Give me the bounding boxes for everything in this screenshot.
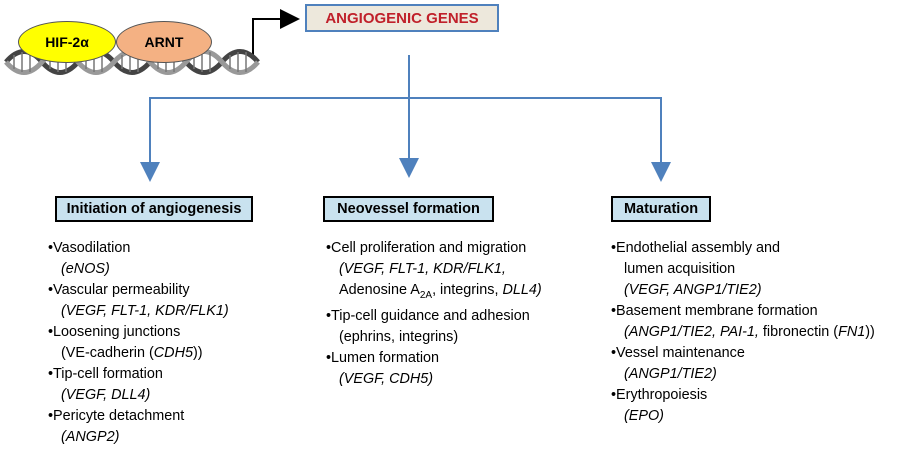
gene-name-italic: (EPO) — [624, 408, 664, 424]
hif-2a-label: HIF-2α — [45, 34, 89, 50]
gene-list: (VE-cadherin (CDH5)) — [48, 343, 229, 364]
arnt-label: ARNT — [144, 34, 184, 50]
gene-text: lumen acquisition — [624, 261, 736, 277]
gene-name-italic: (eNOS) — [61, 261, 110, 277]
bullet-item: •Endothelial assembly and — [611, 240, 781, 256]
gene-list: (eNOS) — [48, 259, 229, 280]
bullet-item-text: Tip-cell guidance and adhesion — [331, 307, 530, 324]
bullet-item-text: Vessel maintenance — [616, 345, 745, 361]
gene-name-italic: DLL4) — [502, 282, 542, 298]
gene-text: )) — [192, 345, 203, 361]
header-neovessel-label: Neovessel formation — [337, 201, 480, 217]
gene-name-italic: (VEGF, CDH5) — [339, 370, 434, 387]
subscript-text: 2A — [419, 289, 433, 301]
column-initiation: •Vasodilation (eNOS) •Vascular permeabilit… — [48, 238, 229, 448]
bullet-item-text: Cell proliferation and migration — [331, 240, 527, 256]
bullet-item-text: Erythropoiesis — [616, 387, 708, 403]
gene-list: (ephrins, integrins) — [326, 327, 542, 348]
bullet-item-text: Tip-cell formation — [53, 366, 163, 382]
bullet-item: •Vascular permeability — [48, 282, 190, 298]
bullet-item-text: Loosening junctions — [53, 324, 181, 340]
gene-text: )) — [865, 324, 875, 340]
gene-text: (ephrins, integrins) — [339, 328, 459, 345]
gene-list: (VEGF, FLT-1, KDR/FLK1) — [48, 301, 229, 322]
gene-name-italic: (ANGP1/TIE2) — [624, 366, 717, 382]
header-maturation: Maturation — [611, 196, 711, 222]
bullet-item-text: Vascular permeability — [53, 282, 190, 298]
bullet-item-text: Vasodilation — [53, 240, 131, 256]
gene-list: (ANGP2) — [48, 427, 229, 448]
gene-name-italic: CDH5 — [153, 345, 193, 361]
promoter-arrow — [252, 9, 300, 55]
gene-name-italic: (VEGF, FLT-1, KDR/FLK1) — [61, 303, 229, 319]
bullet-item-text: Pericyte detachment — [53, 408, 185, 424]
bullet-item: •Loosening junctions — [48, 324, 181, 340]
bullet-item: •Tip-cell guidance and adhesion — [326, 307, 530, 324]
gene-text: Adenosine A — [339, 282, 420, 298]
header-maturation-label: Maturation — [623, 201, 699, 217]
column-neovessel: •Cell proliferation and migration (VEGF, … — [326, 238, 542, 390]
bullet-item: •Lumen formation — [326, 349, 440, 366]
gene-text: , integrins, — [432, 282, 503, 298]
gene-list: (VEGF, CDH5) — [326, 369, 542, 390]
gene-name-italic: (VEGF, DLL4) — [61, 387, 151, 403]
bullet-item-text: Endothelial assembly and — [616, 240, 781, 256]
bullet-item-text: Lumen formation — [331, 349, 440, 366]
gene-list: (VEGF, DLL4) — [48, 385, 229, 406]
bullet-item: •Pericyte detachment — [48, 408, 185, 424]
bullet-item-text: Basement membrane formation — [616, 303, 818, 319]
gene-list: (ANGP1/TIE2, PAI-1, fibronectin (FN1)) — [611, 322, 875, 343]
bullet-item: •Vessel maintenance — [611, 345, 745, 361]
header-initiation: Initiation of angiogenesis — [55, 196, 253, 222]
header-initiation-label: Initiation of angiogenesis — [66, 201, 242, 217]
page-title: ANGIOGENIC GENES — [325, 9, 479, 27]
branch-line — [149, 97, 662, 168]
gene-list: (VEGF, FLT-1, KDR/FLK1, — [326, 259, 542, 280]
gene-list: (VEGF, ANGP1/TIE2) — [611, 280, 875, 301]
gene-name-italic: (ANGP1/TIE2, PAI-1, — [624, 324, 759, 340]
gene-name-italic: FN1 — [838, 324, 866, 340]
bullet-item: •Basement membrane formation — [611, 303, 818, 319]
angiogenic-genes-box: ANGIOGENIC GENES — [305, 4, 499, 32]
gene-list: (ANGP1/TIE2) — [611, 364, 875, 385]
gene-name-italic: (VEGF, FLT-1, KDR/FLK1, — [339, 261, 506, 277]
gene-name-italic: (ANGP2) — [61, 429, 120, 445]
bullet-item: •Tip-cell formation — [48, 366, 163, 382]
arnt-oval: ARNT — [116, 21, 212, 63]
bullet-item: •Erythropoiesis — [611, 387, 708, 403]
gene-list: (EPO) — [611, 406, 875, 427]
gene-name-italic: (VEGF, ANGP1/TIE2) — [624, 282, 762, 298]
column-maturation: •Endothelial assembly and lumen acquisiti… — [611, 238, 875, 427]
gene-list: Adenosine A2A, integrins, DLL4) — [326, 280, 542, 306]
bullet-item: •Vasodilation — [48, 240, 131, 256]
hif-2a-oval: HIF-2α — [18, 21, 116, 63]
bullet-item: •Cell proliferation and migration — [326, 240, 527, 256]
gene-list: lumen acquisition — [611, 259, 875, 280]
header-neovessel: Neovessel formation — [323, 196, 494, 222]
gene-text: fibronectin ( — [758, 324, 839, 340]
gene-text: (VE-cadherin ( — [61, 345, 154, 361]
